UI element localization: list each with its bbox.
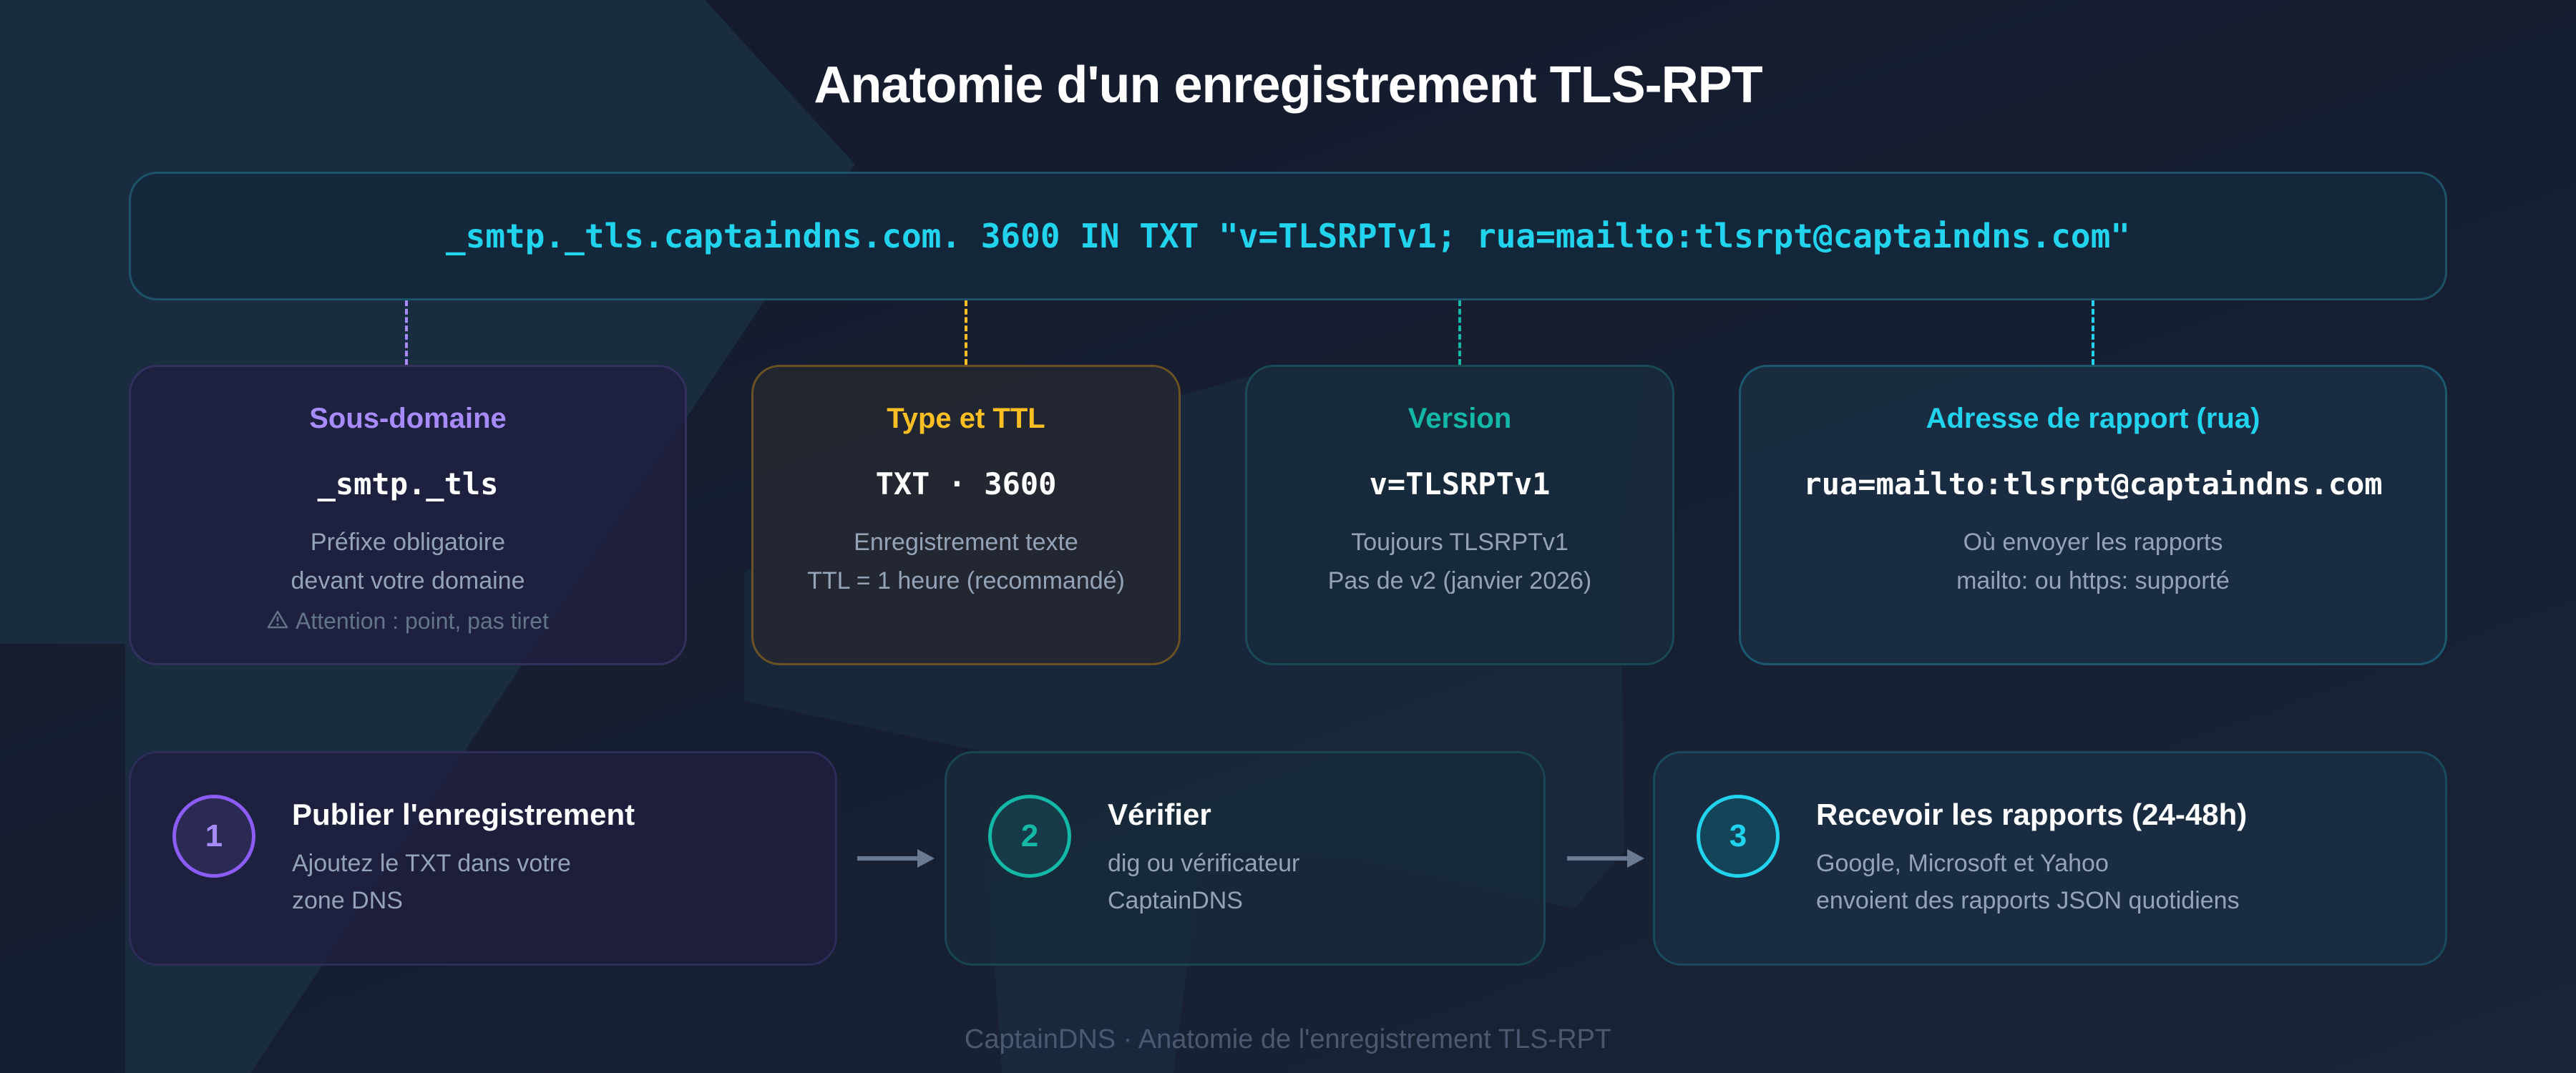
card-note: Attention : point, pas tiret: [267, 603, 549, 639]
card-title: Type et TTL: [887, 403, 1045, 434]
step-description: Google, Microsoft et Yahoo envoient des r…: [1816, 845, 2240, 919]
connector-type-ttl: [965, 300, 967, 365]
arrow-right-icon: [1567, 849, 1644, 868]
card-value: rua=mailto:tlsrpt@captaindns.com: [1803, 466, 2383, 501]
card-desc-line: Où envoyer les rapports: [1963, 529, 2223, 556]
arrow-right-icon: [857, 849, 935, 868]
step-desc-line: zone DNS: [292, 887, 403, 914]
step-number-badge: 2: [988, 795, 1071, 878]
card-description: Préfixe obligatoire devant votre domaine: [291, 523, 525, 600]
step-publish: 1 Publier l'enregistrement Ajoutez le TX…: [129, 751, 837, 966]
step-title: Recevoir les rapports (24-48h): [1816, 798, 2248, 831]
step-desc-line: dig ou vérificateur: [1108, 850, 1300, 877]
connector-subdomain: [405, 300, 408, 365]
step-desc-line: envoient des rapports JSON quotidiens: [1816, 887, 2240, 914]
card-rua: Adresse de rapport (rua) rua=mailto:tlsr…: [1739, 365, 2447, 665]
card-title: Sous-domaine: [309, 403, 507, 434]
page-title: Anatomie d'un enregistrement TLS-RPT: [814, 57, 1762, 114]
card-description: Enregistrement texte TTL = 1 heure (reco…: [807, 523, 1125, 600]
step-title: Publier l'enregistrement: [292, 798, 635, 831]
step-desc-line: CaptainDNS: [1108, 887, 1243, 914]
dns-record-box: _smtp._tls.captaindns.com. 3600 IN TXT "…: [129, 172, 2447, 300]
step-number-badge: 1: [172, 795, 255, 878]
card-desc-line: Préfixe obligatoire: [310, 529, 506, 556]
card-desc-line: devant votre domaine: [291, 567, 525, 594]
step-description: Ajoutez le TXT dans votre zone DNS: [292, 845, 571, 919]
connector-version: [1458, 300, 1461, 365]
step-receive: 3 Recevoir les rapports (24-48h) Google,…: [1653, 751, 2447, 966]
card-description: Toujours TLSRPTv1 Pas de v2 (janvier 202…: [1328, 523, 1592, 600]
card-desc-line: Toujours TLSRPTv1: [1351, 529, 1568, 556]
card-value: TXT · 3600: [875, 466, 1057, 501]
step-desc-line: Google, Microsoft et Yahoo: [1816, 850, 2109, 877]
card-description: Où envoyer les rapports mailto: ou https…: [1956, 523, 2230, 600]
step-title: Vérifier: [1108, 798, 1211, 831]
card-desc-line: Pas de v2 (janvier 2026): [1327, 567, 1592, 594]
footer-caption: CaptainDNS · Anatomie de l'enregistremen…: [964, 1024, 1612, 1054]
card-desc-line: Enregistrement texte: [854, 529, 1078, 556]
warning-triangle-icon: [267, 603, 288, 639]
card-note-text: Attention : point, pas tiret: [296, 608, 549, 634]
card-desc-line: TTL = 1 heure (recommandé): [807, 567, 1125, 594]
card-subdomain: Sous-domaine _smtp._tls Préfixe obligato…: [129, 365, 687, 665]
dns-record-text: _smtp._tls.captaindns.com. 3600 IN TXT "…: [445, 217, 2131, 255]
card-desc-line: mailto: ou https: supporté: [1956, 567, 2230, 594]
connector-rua: [2092, 300, 2094, 365]
card-type-ttl: Type et TTL TXT · 3600 Enregistrement te…: [751, 365, 1181, 665]
card-value: _smtp._tls: [317, 466, 499, 501]
step-desc-line: Ajoutez le TXT dans votre: [292, 850, 571, 877]
step-number-badge: 3: [1697, 795, 1780, 878]
card-version: Version v=TLSRPTv1 Toujours TLSRPTv1 Pas…: [1245, 365, 1674, 665]
card-value: v=TLSRPTv1: [1369, 466, 1551, 501]
card-title: Adresse de rapport (rua): [1926, 403, 2260, 434]
card-title: Version: [1407, 403, 1512, 434]
